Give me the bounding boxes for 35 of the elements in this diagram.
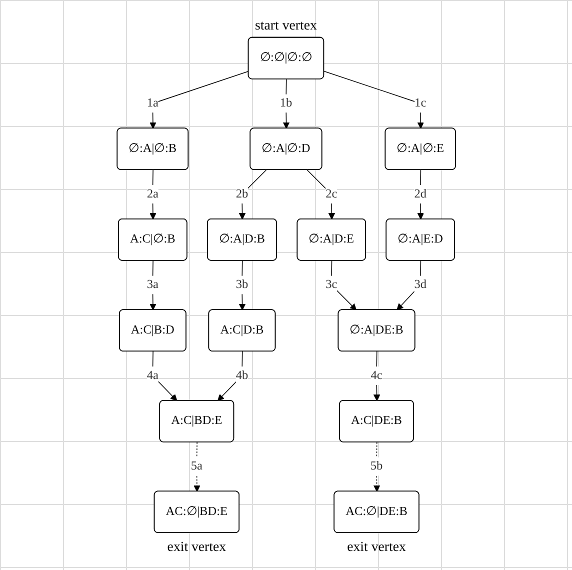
edge-label: 5b: [370, 460, 382, 473]
arrow: [238, 170, 266, 220]
edge-label: 4a: [146, 368, 158, 382]
edge-label: 3d: [414, 278, 426, 292]
arrow: [238, 260, 246, 310]
edge-label: 3c: [325, 278, 337, 292]
edge-label: 1b: [279, 96, 292, 110]
arrow: [416, 170, 424, 220]
edge-label: 2b: [235, 187, 248, 200]
arrow: [330, 260, 356, 310]
arrow: [217, 351, 242, 402]
arrow: [149, 170, 156, 220]
edge-label: 3a: [146, 278, 158, 292]
edge-label: 1a: [146, 96, 158, 110]
edge-label: 2d: [414, 187, 426, 200]
arrow: [282, 78, 290, 129]
edge-label: 3b: [235, 278, 248, 292]
arrow: [373, 442, 380, 492]
edge-label: 4b: [235, 368, 248, 382]
edge-label: 5a: [190, 460, 202, 473]
arrow: [193, 442, 200, 492]
arrow: [396, 260, 421, 310]
node-label: start vertex: [254, 18, 317, 33]
arrow: [323, 70, 424, 129]
node-label: exit vertex: [166, 539, 226, 554]
edge-label: 2c: [325, 187, 337, 200]
arrow: [373, 351, 380, 402]
arrow: [152, 351, 177, 402]
node-label: exit vertex: [346, 539, 406, 554]
edge-label: 1c: [414, 96, 426, 110]
edge-label: 2a: [146, 187, 158, 200]
arrow: [149, 260, 156, 310]
arrow: [149, 70, 249, 129]
arrow: [306, 170, 335, 220]
edge-label: 4c: [370, 368, 382, 382]
